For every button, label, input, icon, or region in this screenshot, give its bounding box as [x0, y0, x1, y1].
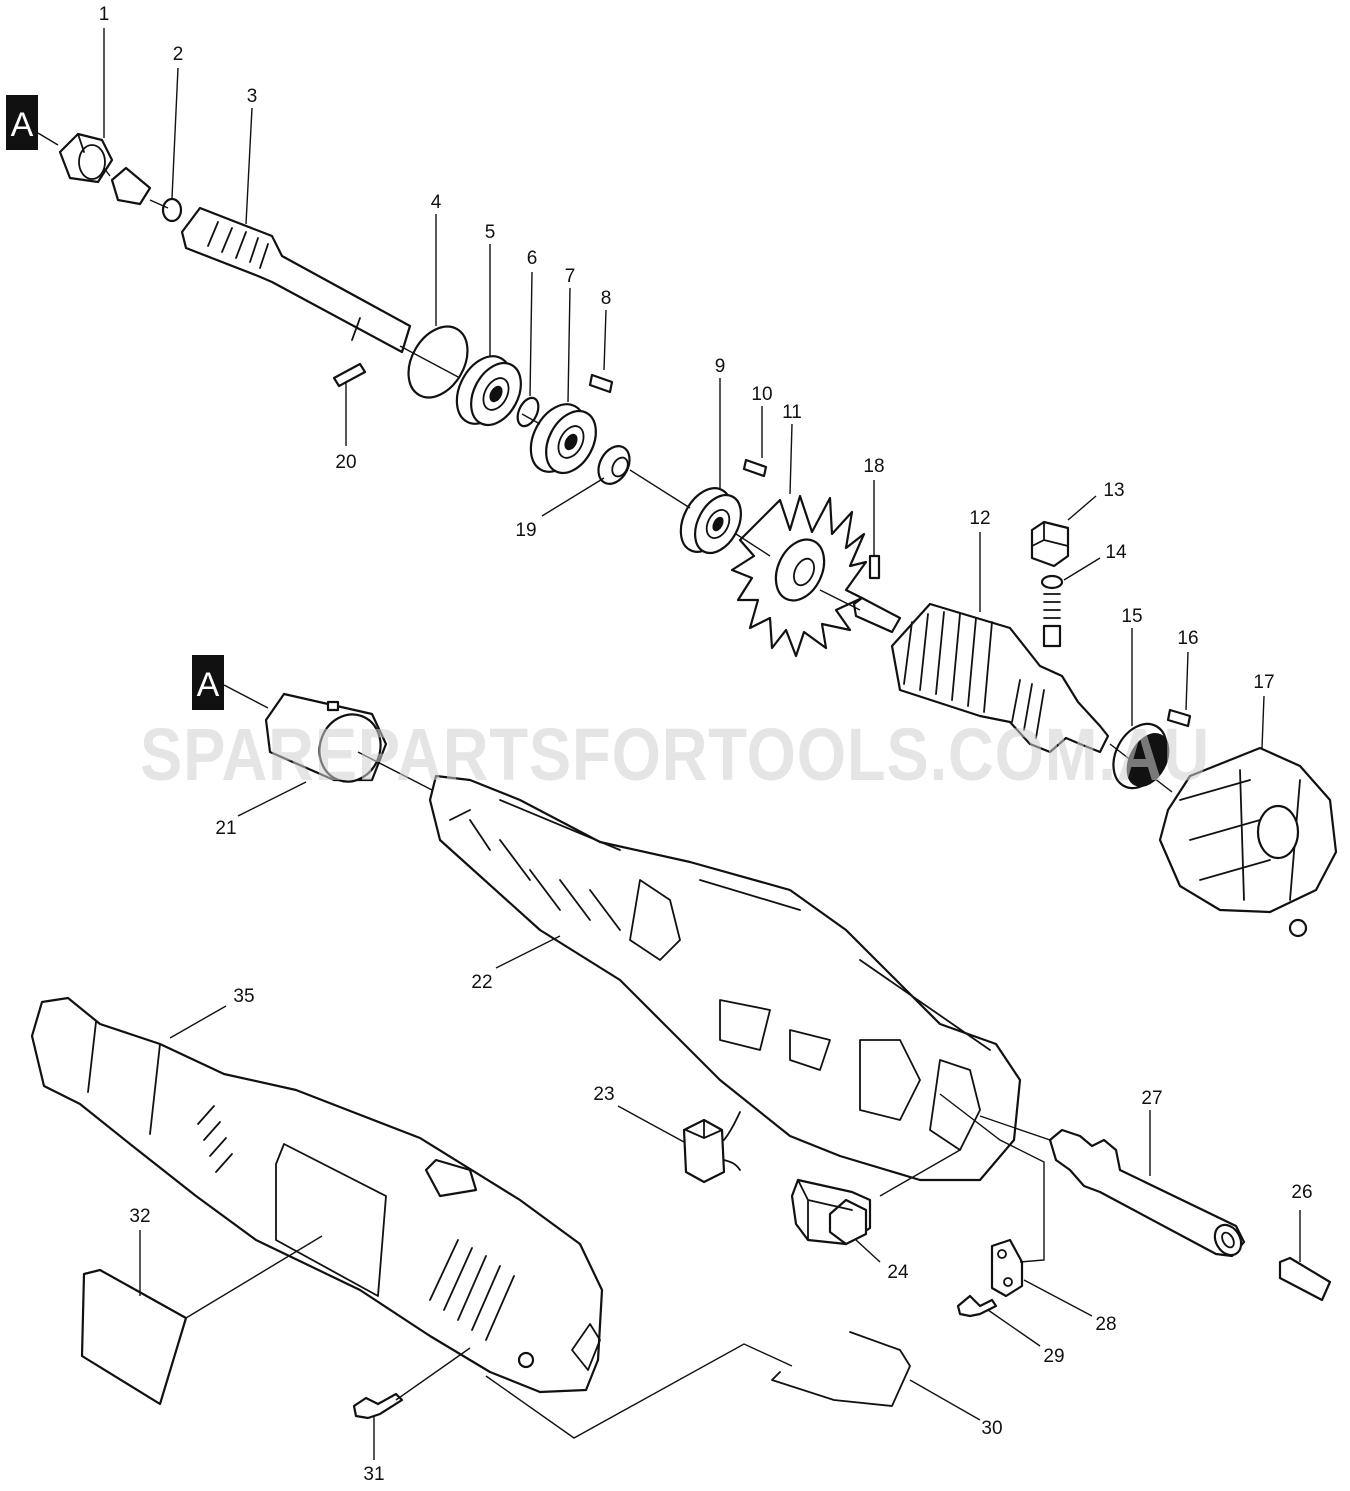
label-13: 13 — [1103, 480, 1124, 501]
part-2-collet — [110, 166, 183, 223]
part-4-washer — [407, 325, 469, 399]
leader-lines — [103, 28, 1301, 1460]
label-7: 7 — [565, 266, 576, 287]
part-1-nut — [58, 132, 114, 184]
svg-text:A: A — [11, 106, 34, 144]
label-29: 29 — [1043, 1346, 1064, 1367]
svg-text:A: A — [197, 666, 220, 704]
part-31-screw — [352, 1392, 404, 1420]
label-24: 24 — [887, 1262, 909, 1283]
label-1: 1 — [99, 4, 110, 25]
label-32: 32 — [129, 1206, 150, 1227]
label-27: 27 — [1141, 1088, 1162, 1109]
label-35: 35 — [233, 986, 254, 1007]
part-6-retaining-ring — [516, 396, 540, 428]
label-22: 22 — [471, 972, 492, 993]
label-18: 18 — [863, 456, 884, 477]
label-17: 17 — [1253, 672, 1274, 693]
part-26-cord-sleeve — [1278, 1256, 1332, 1302]
part-21-front-cap — [264, 692, 388, 783]
label-28: 28 — [1095, 1314, 1116, 1335]
label-20: 20 — [335, 452, 356, 473]
label-15: 15 — [1121, 606, 1142, 627]
reference-marker-top: A — [6, 95, 59, 150]
label-6: 6 — [527, 248, 538, 269]
part-11-fan — [730, 494, 868, 658]
part-15-insulation-washer — [1112, 722, 1170, 790]
part-35-tool-body — [30, 996, 604, 1394]
part-5-bearing — [455, 355, 522, 427]
part-8-pin — [588, 373, 614, 394]
label-14: 14 — [1105, 542, 1127, 563]
label-2: 2 — [173, 44, 184, 65]
part-20-pin — [332, 362, 367, 388]
part-29-screw — [956, 1294, 998, 1318]
part-16-pin — [1166, 708, 1192, 728]
label-12: 12 — [969, 508, 990, 529]
part-9-bearing — [679, 487, 742, 555]
watermark-text: SPAREPARTSFORTOOLS.COM.AU — [140, 713, 1210, 796]
part-22-housing — [428, 774, 1022, 1182]
label-19: 19 — [515, 520, 536, 541]
label-5: 5 — [485, 222, 496, 243]
part-7-bearing — [529, 403, 597, 475]
label-31: 31 — [363, 1464, 384, 1485]
part-17-field — [1158, 746, 1338, 938]
label-16: 16 — [1177, 628, 1198, 649]
label-11: 11 — [782, 402, 802, 423]
part-28-strain-relief — [990, 1238, 1024, 1298]
part-10-pin — [742, 458, 768, 478]
part-24-switch — [790, 1178, 872, 1246]
reference-marker-middle: A — [192, 655, 269, 710]
part-14-carbon-brush — [1040, 574, 1064, 648]
part-18-pin — [868, 554, 881, 580]
part-3-spindle — [180, 206, 412, 354]
part-13-carbon-brush-holder — [1030, 520, 1070, 568]
label-10: 10 — [751, 384, 772, 405]
label-30: 30 — [981, 1418, 1002, 1439]
label-3: 3 — [247, 86, 258, 107]
label-23: 23 — [593, 1084, 614, 1105]
part-30-hook — [771, 1331, 911, 1407]
part-32-label — [80, 1268, 188, 1406]
label-8: 8 — [601, 288, 612, 309]
part-27-cord-guard — [1048, 1128, 1246, 1258]
part-number-labels: 1 2 3 4 5 6 7 8 9 10 11 12 13 14 15 16 1… — [99, 4, 1313, 1485]
part-12-armature — [852, 596, 1110, 754]
label-21: 21 — [215, 818, 236, 839]
part-19-sleeve — [597, 445, 631, 485]
label-4: 4 — [431, 192, 442, 213]
label-9: 9 — [715, 356, 726, 377]
part-23-capacitor — [682, 1111, 741, 1184]
label-26: 26 — [1291, 1182, 1312, 1203]
